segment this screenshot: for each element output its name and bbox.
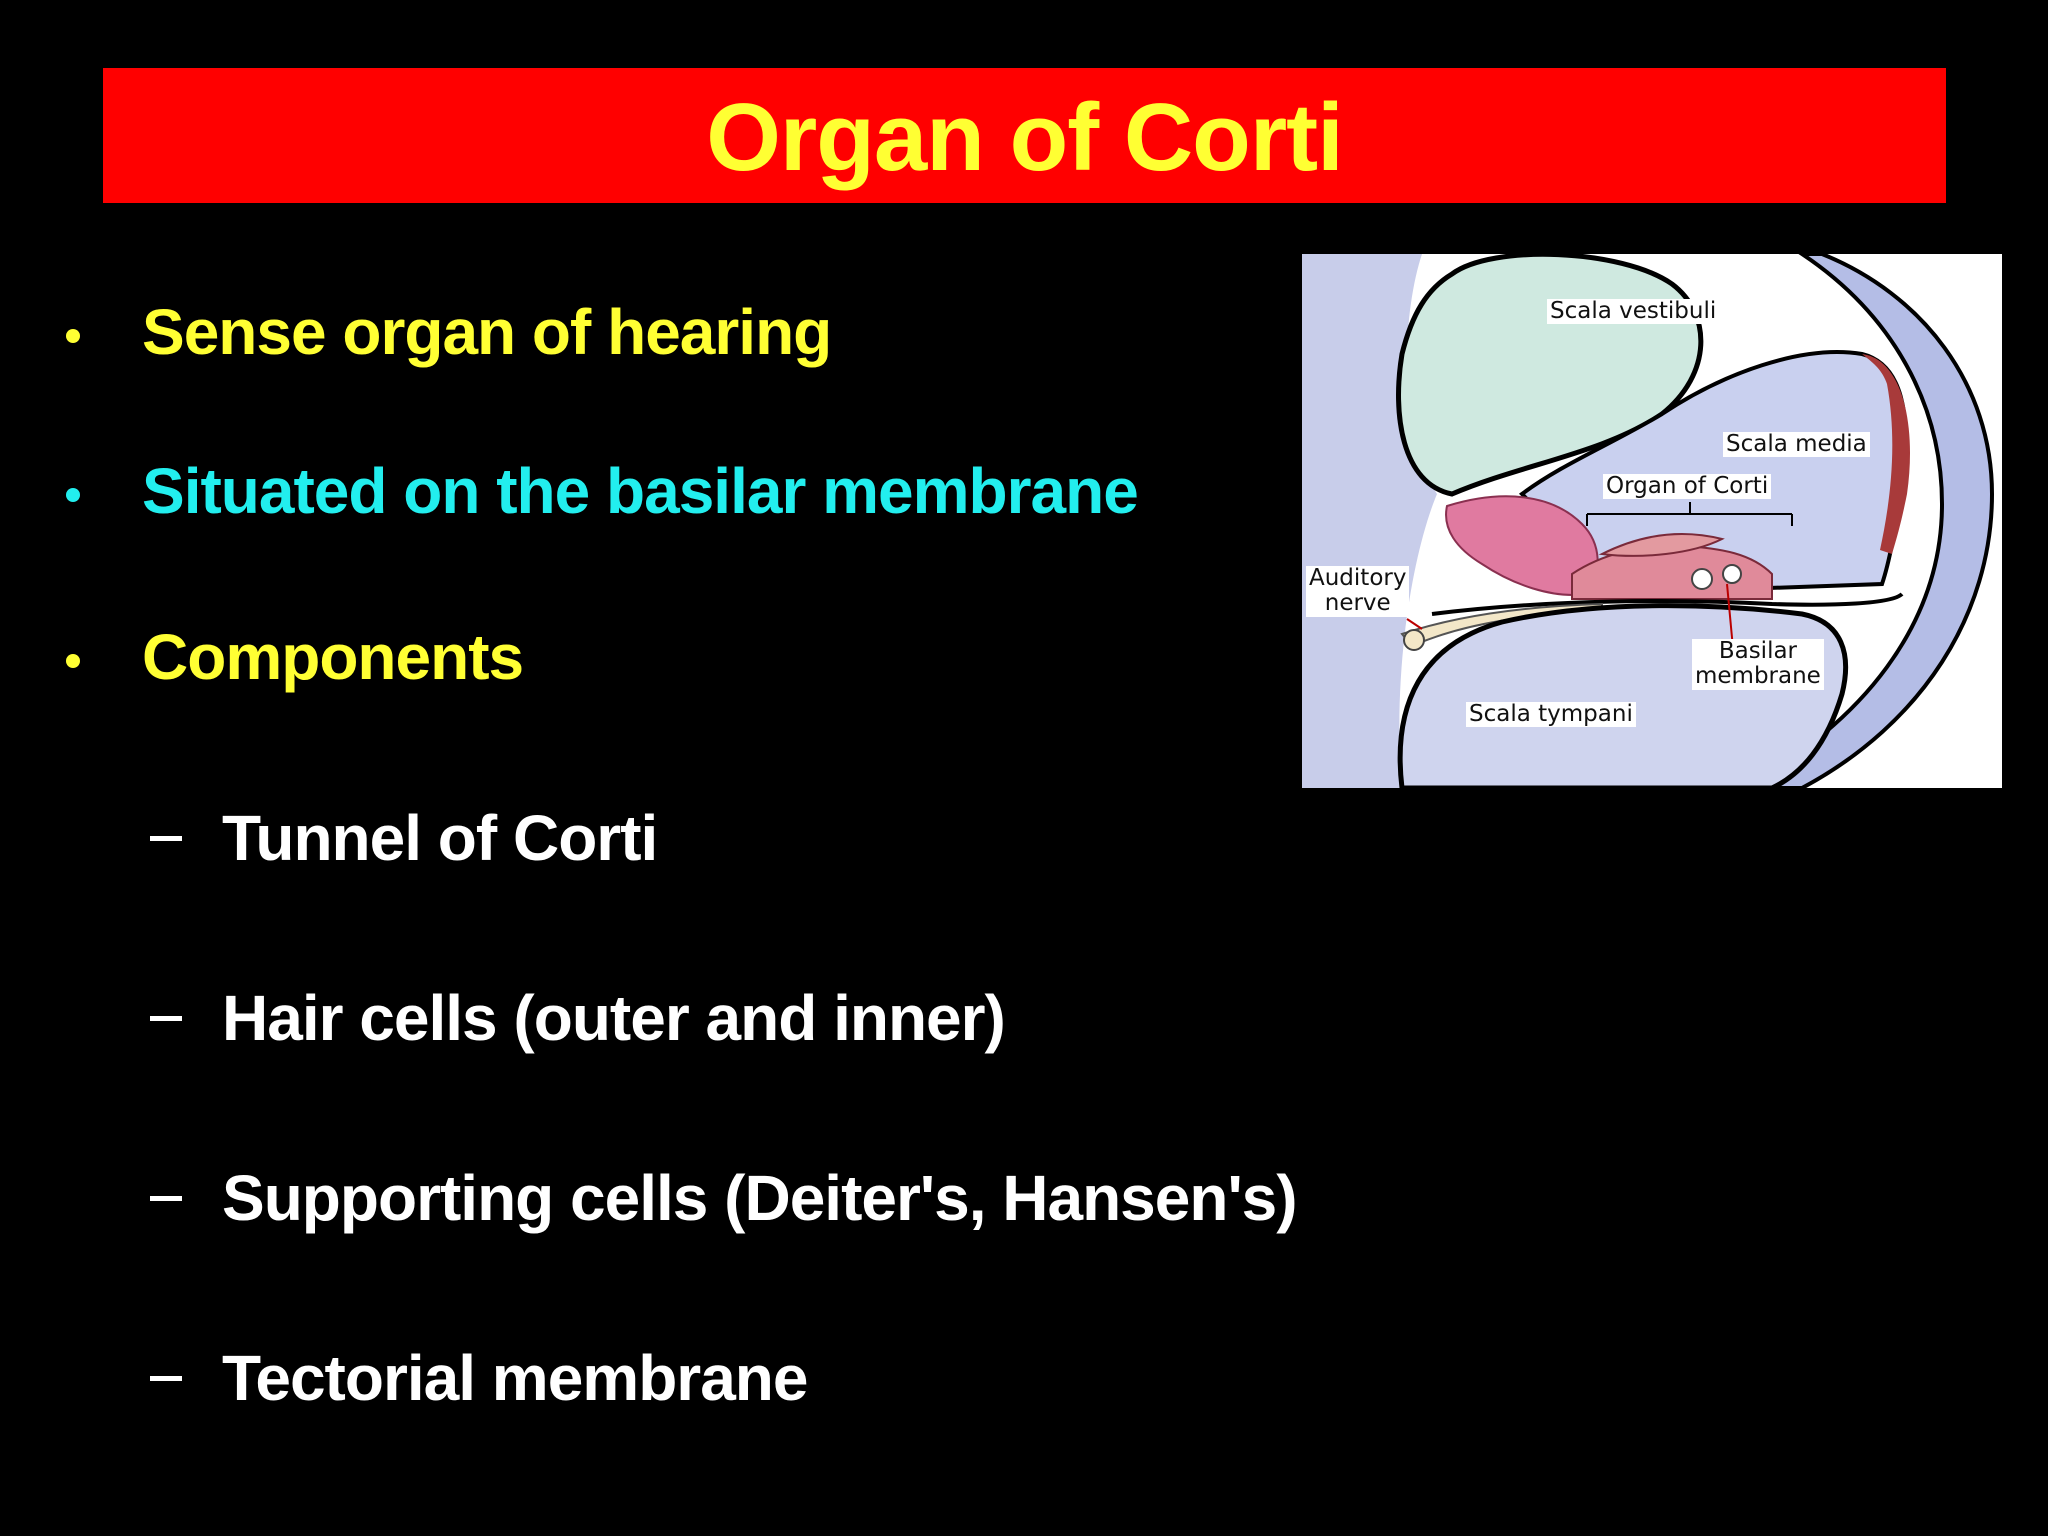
label-auditory-nerve: Auditory nerve: [1306, 565, 1410, 617]
label-auditory-nerve-line2: nerve: [1324, 590, 1391, 617]
bullet-text: Components: [142, 621, 524, 693]
label-scala-vestibuli: Scala vestibuli: [1547, 298, 1720, 325]
label-organ-of-corti: Organ of Corti: [1603, 473, 1772, 500]
bullet-dot-icon: [66, 329, 80, 343]
sub-bullet-text: Hair cells (outer and inner): [222, 982, 1006, 1054]
bullet-text: Situated on the basilar membrane: [142, 455, 1139, 527]
cochlea-illustration: [1302, 254, 2002, 788]
label-scala-media: Scala media: [1723, 431, 1870, 458]
sub-bullet-item: Tectorial membrane: [150, 1342, 808, 1414]
label-basilar-membrane-line2: membrane: [1695, 663, 1821, 690]
dash-icon: [150, 1015, 182, 1021]
bullet-item: Situated on the basilar membrane: [66, 455, 1139, 527]
sub-bullet-item: Hair cells (outer and inner): [150, 982, 1006, 1054]
bullet-item: Components: [66, 621, 524, 693]
label-basilar-membrane: Basilar membrane: [1692, 638, 1824, 690]
sub-bullet-item: Supporting cells (Deiter's, Hansen's): [150, 1162, 1298, 1234]
cochlea-diagram: Scala vestibuli Scala media Organ of Cor…: [1302, 254, 2002, 788]
sub-bullet-text: Supporting cells (Deiter's, Hansen's): [222, 1162, 1298, 1234]
dash-icon: [150, 1375, 182, 1381]
slide-title: Organ of Corti: [706, 83, 1344, 191]
label-auditory-nerve-line1: Auditory: [1309, 565, 1407, 591]
sub-bullet-text: Tectorial membrane: [222, 1342, 808, 1414]
sub-bullet-text: Tunnel of Corti: [222, 802, 658, 874]
bullet-text: Sense organ of hearing: [142, 296, 832, 368]
label-basilar-membrane-line1: Basilar: [1718, 638, 1798, 664]
bullet-dot-icon: [66, 488, 80, 502]
title-bar: Organ of Corti: [103, 68, 1946, 203]
bullet-dot-icon: [66, 654, 80, 668]
dash-icon: [150, 835, 182, 841]
sub-bullet-item: Tunnel of Corti: [150, 802, 658, 874]
bullet-item: Sense organ of hearing: [66, 296, 832, 368]
dash-icon: [150, 1195, 182, 1201]
label-scala-tympani: Scala tympani: [1466, 701, 1636, 728]
